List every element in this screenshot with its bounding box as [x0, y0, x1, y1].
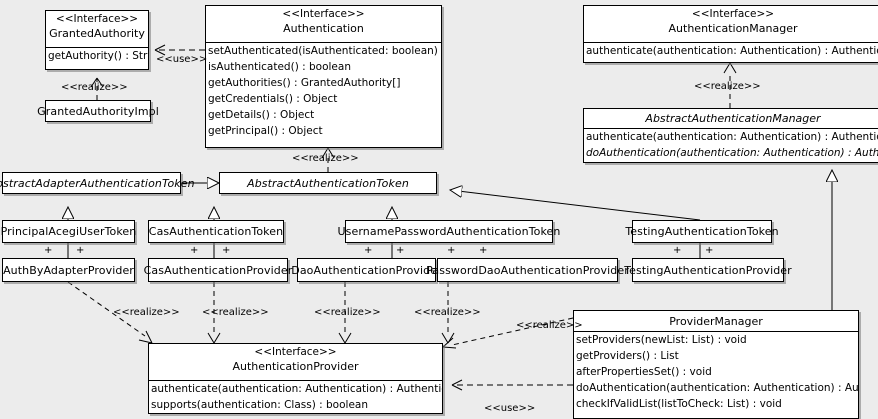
member-row: getCredentials() : Object	[208, 93, 338, 105]
member-row: getPrincipal() : Object	[208, 125, 323, 137]
class-name: PasswordDaoAuthenticationProvider	[426, 263, 629, 277]
member-row: getAuthorities() : GrantedAuthority[]	[208, 77, 401, 89]
class-testing-authentication-token[interactable]: TestingAuthenticationToken	[625, 220, 779, 243]
class-name: TestingAuthenticationToken	[625, 225, 779, 238]
class-name: AuthByAdapterProvider	[3, 263, 134, 277]
class-authentication-manager[interactable]: <<Interface>> AuthenticationManager auth…	[583, 5, 878, 63]
member-row: getAuthority() : String	[48, 50, 148, 62]
class-members: authenticate(authentication: Authenticat…	[584, 129, 878, 161]
class-name: ProviderManager	[669, 315, 763, 328]
member-row: afterPropertiesSet() : void	[576, 366, 712, 378]
member-row: checkIfValidList(listToCheck: List) : vo…	[576, 398, 782, 410]
class-password-dao-authentication-provider[interactable]: PasswordDaoAuthenticationProvider	[426, 258, 629, 282]
class-name: AbstractAuthenticationToken	[247, 176, 409, 190]
multiplicity-testing-right: +	[705, 245, 714, 256]
member-row: getProviders() : List	[576, 350, 679, 362]
member-row: doAuthentication(authentication: Authent…	[586, 147, 878, 159]
multiplicity-username-password-right: +	[396, 245, 405, 256]
class-auth-by-adapter-provider[interactable]: AuthByAdapterProvider	[2, 258, 135, 282]
member-row: authenticate(authentication: Authenticat…	[586, 45, 878, 57]
multiplicity-principal-acegi-left: +	[44, 245, 53, 256]
class-header: <<Interface>> Authentication	[206, 6, 441, 43]
member-row: authenticate(authentication: Authenticat…	[151, 383, 442, 395]
class-name: GrantedAuthorityImpl	[37, 104, 159, 118]
edge-label-realize-cas-authentication-provider: <<realize>>	[202, 307, 269, 318]
stereotype-label: <<Interface>>	[55, 13, 139, 25]
edge-label-use-granted-authority: <<use>>	[156, 54, 208, 65]
member-row: authenticate(authentication: Authenticat…	[586, 131, 878, 143]
class-header: <<Interface>> GrantedAuthority	[46, 11, 148, 48]
member-row: setProviders(newList: List) : void	[576, 334, 747, 346]
multiplicity-cas-right: +	[222, 245, 231, 256]
class-name: AbstractAuthenticationManager	[645, 112, 821, 125]
member-row: getDetails() : Object	[208, 109, 315, 121]
class-cas-authentication-provider[interactable]: CasAuthenticationProvider	[144, 258, 292, 282]
edge-label-realize-testing-authentication-provider: <<realize>>	[516, 320, 583, 331]
class-provider-manager[interactable]: ProviderManager setProviders(newList: Li…	[573, 310, 859, 419]
edge-label-realize-abstract-authentication-manager: <<realize>>	[694, 81, 761, 92]
class-abstract-authentication-token[interactable]: AbstractAuthenticationToken	[219, 172, 437, 194]
class-members: authenticate(authentication: Authenticat…	[584, 43, 878, 59]
class-granted-authority[interactable]: <<Interface>> GrantedAuthority getAuthor…	[45, 10, 149, 70]
class-username-password-authentication-token[interactable]: UsernamePasswordAuthenticationToken	[338, 220, 560, 243]
class-header: AbstractAuthenticationManager	[584, 109, 878, 129]
class-members: setProviders(newList: List) : void getPr…	[574, 332, 858, 412]
multiplicity-username-password-right2: +	[479, 245, 488, 256]
edge-label-realize-auth-by-adapter-provider: <<realize>>	[113, 307, 180, 318]
edge-label-use-provider-manager: <<use>>	[484, 403, 536, 414]
class-header: ProviderManager	[574, 311, 858, 332]
edge-label-realize-password-dao-authentication-provider: <<realize>>	[414, 307, 481, 318]
stereotype-label: <<Interface>>	[254, 346, 337, 358]
class-name: TestingAuthenticationProvider	[624, 263, 792, 277]
class-granted-authority-impl[interactable]: GrantedAuthorityImpl	[37, 100, 159, 122]
multiplicity-principal-acegi-right: +	[76, 245, 85, 256]
member-row: supports(authentication: Class) : boolea…	[151, 399, 368, 411]
class-name: UsernamePasswordAuthenticationToken	[337, 225, 561, 238]
class-members: setAuthenticated(isAuthenticated: boolea…	[206, 43, 441, 139]
class-name: PrincipalAcegiUserToken	[0, 225, 137, 238]
class-members: authenticate(authentication: Authenticat…	[149, 381, 442, 413]
class-header: <<Interface>> AuthenticationProvider	[149, 344, 442, 381]
stereotype-label: <<Interface>>	[691, 8, 775, 20]
member-row: doAuthentication(authentication: Authent…	[576, 382, 858, 394]
class-name: CasAuthenticationProvider	[143, 263, 293, 277]
member-row: setAuthenticated(isAuthenticated: boolea…	[208, 45, 441, 57]
edge-label-realize-abstract-authentication-token: <<realize>>	[292, 153, 359, 164]
multiplicity-cas-left: +	[190, 245, 199, 256]
class-name: AbstractAdapterAuthenticationToken	[0, 176, 195, 190]
class-members: getAuthority() : String	[46, 48, 148, 64]
class-name: Authentication	[283, 22, 364, 35]
class-dao-authentication-provider[interactable]: DaoAuthenticationProvider	[291, 258, 442, 282]
class-name: CasAuthenticationToken	[148, 225, 284, 238]
class-abstract-authentication-manager[interactable]: AbstractAuthenticationManager authentica…	[583, 108, 878, 163]
class-authentication[interactable]: <<Interface>> Authentication setAuthenti…	[205, 5, 442, 148]
class-authentication-provider[interactable]: <<Interface>> AuthenticationProvider aut…	[148, 343, 443, 414]
edge-label-realize-dao-authentication-provider: <<realize>>	[314, 307, 381, 318]
class-abstract-adapter-authentication-token[interactable]: AbstractAdapterAuthenticationToken	[0, 172, 195, 194]
edge-label-realize-granted-authority-impl: <<realize>>	[61, 82, 128, 93]
class-name: AuthenticationManager	[668, 22, 798, 35]
class-testing-authentication-provider[interactable]: TestingAuthenticationProvider	[624, 258, 792, 282]
multiplicity-testing-left: +	[673, 245, 682, 256]
class-header: <<Interface>> AuthenticationManager	[584, 6, 878, 43]
multiplicity-username-password-left: +	[364, 245, 373, 256]
class-name: GrantedAuthority	[49, 27, 145, 40]
stereotype-label: <<Interface>>	[282, 8, 365, 20]
multiplicity-username-password-left2: +	[447, 245, 456, 256]
class-name: AuthenticationProvider	[232, 360, 359, 373]
class-cas-authentication-token[interactable]: CasAuthenticationToken	[148, 220, 284, 243]
member-row: isAuthenticated() : boolean	[208, 61, 351, 73]
class-principal-acegi-user-token[interactable]: PrincipalAcegiUserToken	[0, 220, 137, 243]
class-name: DaoAuthenticationProvider	[291, 263, 442, 277]
